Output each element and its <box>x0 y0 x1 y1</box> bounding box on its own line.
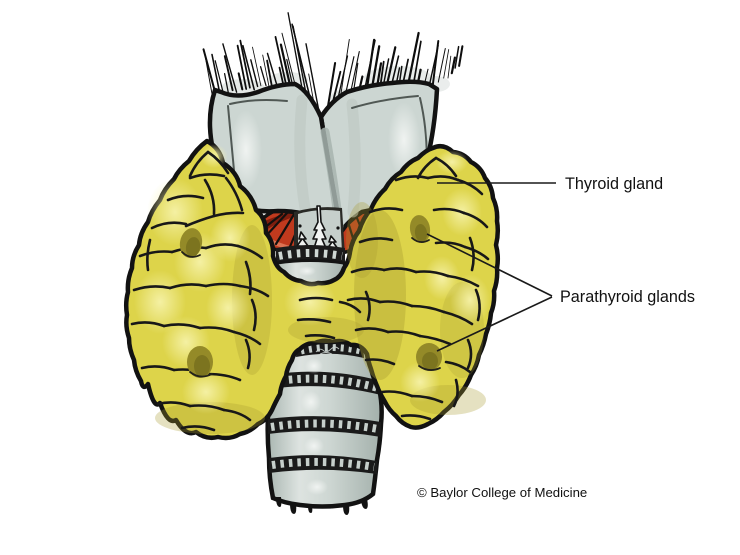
trachea-band-4 <box>269 455 377 474</box>
trachea-ink-drips <box>276 497 368 515</box>
parathyroid-glands <box>179 215 442 378</box>
thyroid-lobule-lines-right <box>296 156 490 421</box>
trachea-band-3 <box>268 416 381 437</box>
parathyroid-glands-label: Parathyroid glands <box>560 288 695 306</box>
pharyngeal-muscle-fibers <box>202 12 464 120</box>
thyroid-highlights <box>134 144 490 414</box>
parathyroid-right-superior <box>409 215 431 243</box>
parathyroid-label-line-lower <box>436 296 553 352</box>
thyroid-gland-label: Thyroid gland <box>565 175 663 193</box>
parathyroid-left-superior <box>179 228 203 258</box>
artist-signature <box>315 346 340 355</box>
parathyroid-label-line-upper <box>426 233 553 297</box>
parathyroid-left-inferior <box>187 346 213 378</box>
parathyroid-right-inferior <box>416 343 442 371</box>
leader-lines <box>426 182 556 352</box>
copyright-credit: © Baylor College of Medicine <box>417 485 587 500</box>
thyroid-gland <box>123 138 501 441</box>
thyroid-lobule-lines-left <box>130 150 270 432</box>
